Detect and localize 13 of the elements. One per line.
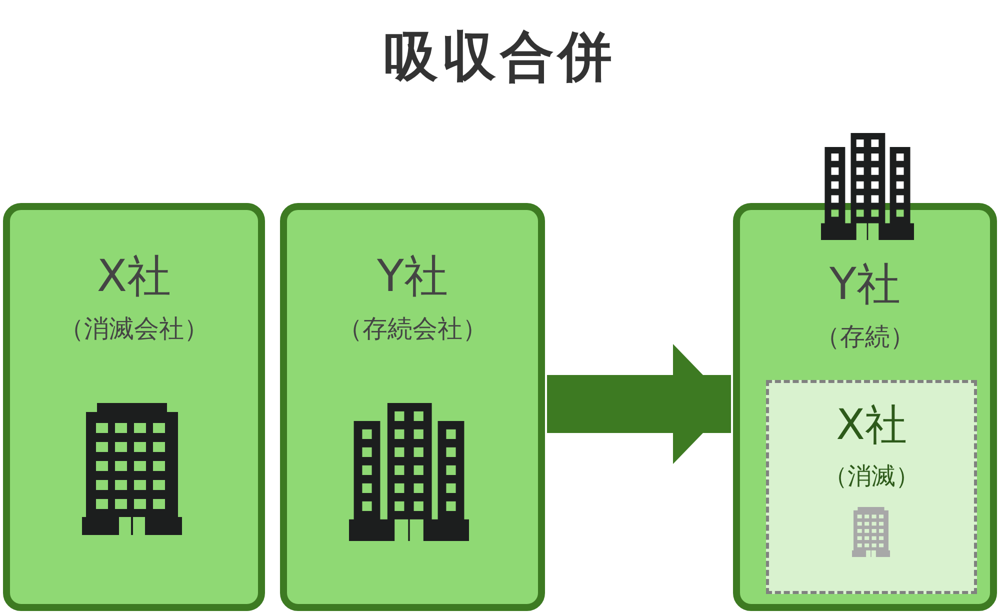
company-box [280, 203, 545, 611]
title: 吸収合併 [384, 25, 616, 88]
dashed-box [766, 380, 977, 594]
company-box [3, 203, 265, 611]
company-status: （消滅） [824, 464, 920, 488]
company-name: X社 [836, 404, 907, 446]
company-status: （存続） [815, 324, 915, 349]
company-name: X社 [96, 255, 172, 299]
company-name: Y社 [830, 263, 900, 307]
company-status: （存続会社） [338, 316, 488, 341]
arrow [547, 344, 731, 464]
company-status: （消滅会社） [59, 316, 209, 341]
company-name: Y社 [377, 255, 448, 299]
